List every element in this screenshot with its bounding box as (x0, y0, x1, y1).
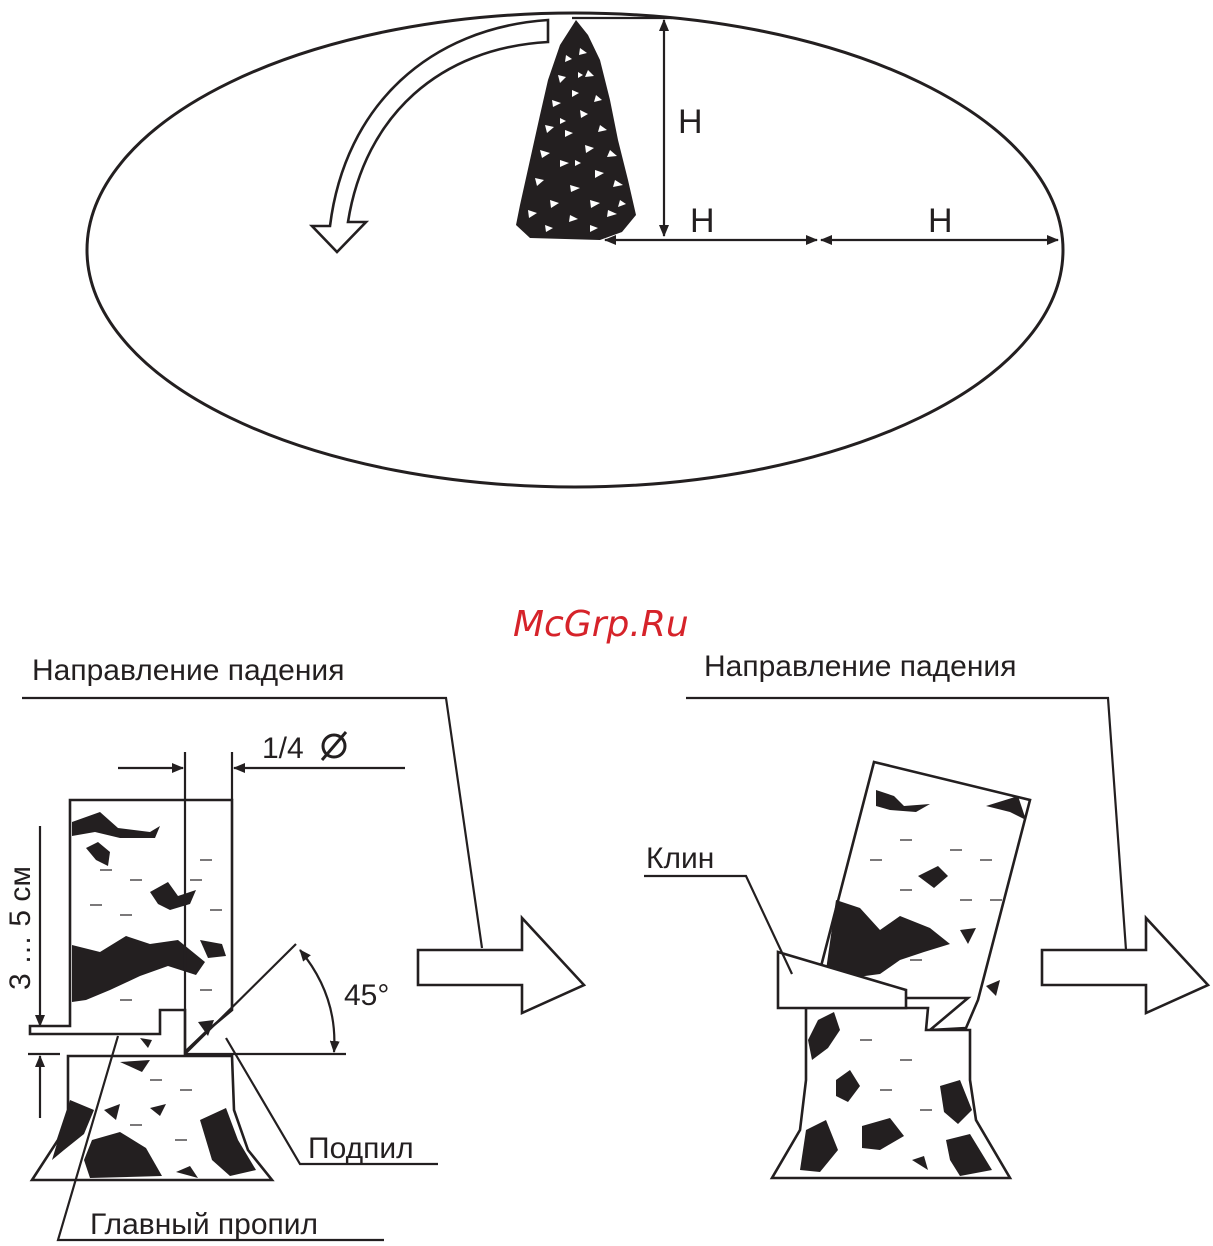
wedge-leader (644, 876, 792, 974)
danger-zone: H H H (87, 13, 1063, 487)
stump-right (772, 1008, 1010, 1178)
diameter-symbol-icon (322, 732, 346, 760)
depth-label: 3 … 5 см (4, 866, 37, 990)
distance-label-2: H (928, 202, 953, 240)
wedge-label: Клин (646, 842, 714, 875)
main-cut-label: Главный пропил (90, 1208, 318, 1241)
stump-left (32, 1056, 272, 1180)
fir-tree (516, 20, 636, 240)
left-cut-diagram: Направление падения (4, 654, 584, 1241)
height-label: H (678, 103, 703, 141)
fall-arrow-left (418, 918, 584, 1013)
quarter-diameter-label: 1/4 (262, 732, 304, 765)
watermark: McGrp.Ru (513, 604, 689, 645)
fall-curve-arrow (312, 20, 548, 252)
fall-direction-label-left: Направление падения (32, 654, 344, 687)
angle-label: 45° (344, 979, 389, 1012)
fall-direction-label-right: Направление падения (704, 650, 1016, 683)
distance-label-1: H (690, 202, 715, 240)
right-wedge-diagram: Направление падения (644, 650, 1208, 1178)
angle-arc (300, 950, 334, 1052)
upper-trunk-left (30, 800, 232, 1052)
undercut-label: Подпил (308, 1132, 414, 1165)
